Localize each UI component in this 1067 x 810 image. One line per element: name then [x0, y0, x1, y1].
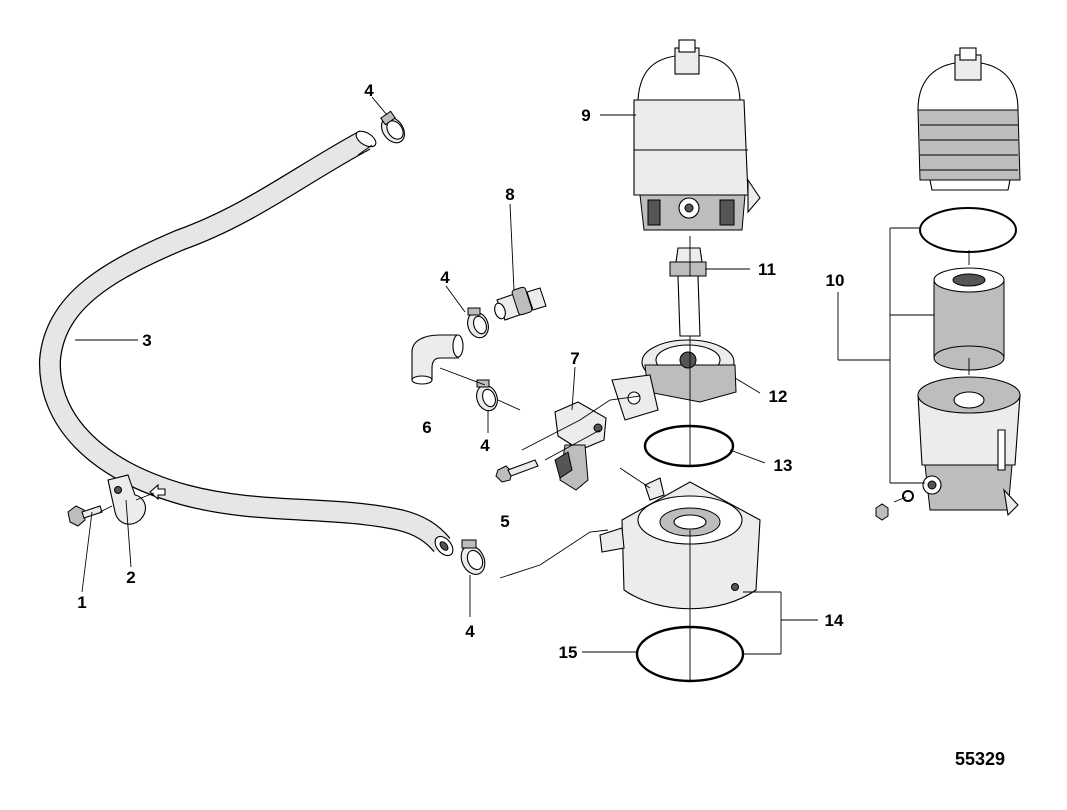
callout-5: 5 — [500, 512, 509, 531]
hose-clip-2 — [107, 474, 166, 525]
callout-4-fitting: 4 — [440, 268, 450, 287]
callout-4-bottom: 4 — [465, 622, 475, 641]
hose-clamp-elbow — [476, 379, 498, 412]
callout-9: 9 — [581, 106, 590, 125]
callout-4-top: 4 — [364, 81, 374, 100]
callout-14: 14 — [825, 611, 844, 630]
callout-8: 8 — [505, 185, 514, 204]
adapter-bracket-7 — [554, 401, 607, 491]
hose-clamp-top — [380, 110, 406, 144]
hose-clamp-bottom — [460, 539, 486, 575]
callout-10: 10 — [826, 271, 845, 290]
bolt-1 — [67, 505, 103, 527]
o-ring-13 — [643, 424, 735, 468]
callout-11: 11 — [758, 260, 776, 279]
elbow-hose-6 — [411, 334, 464, 385]
standpipe-11 — [669, 247, 707, 337]
callout-12: 12 — [769, 387, 788, 406]
callout-13: 13 — [774, 456, 793, 475]
callout-6: 6 — [422, 418, 431, 437]
callout-1: 1 — [77, 593, 86, 612]
filter-housing-9 — [633, 39, 761, 231]
bolt-5 — [495, 459, 539, 483]
callout-3: 3 — [142, 331, 151, 350]
callout-labels: 1 2 3 4 4 4 4 5 6 7 8 9 10 11 12 13 14 1… — [77, 81, 844, 662]
callout-15: 15 — [559, 643, 578, 662]
oil-cooler-14 — [599, 477, 761, 610]
filter-base-12 — [611, 339, 737, 421]
callout-2: 2 — [126, 568, 135, 587]
callout-7: 7 — [570, 349, 579, 368]
barbed-fitting-8 — [494, 286, 547, 321]
callout-4-elbow: 4 — [480, 436, 490, 455]
filter-kit-10 — [875, 47, 1021, 521]
hose-clamp-fitting — [467, 307, 489, 339]
document-number: 55329 — [955, 749, 1005, 769]
hose-3 — [38, 130, 454, 557]
leader-lines — [75, 96, 970, 680]
